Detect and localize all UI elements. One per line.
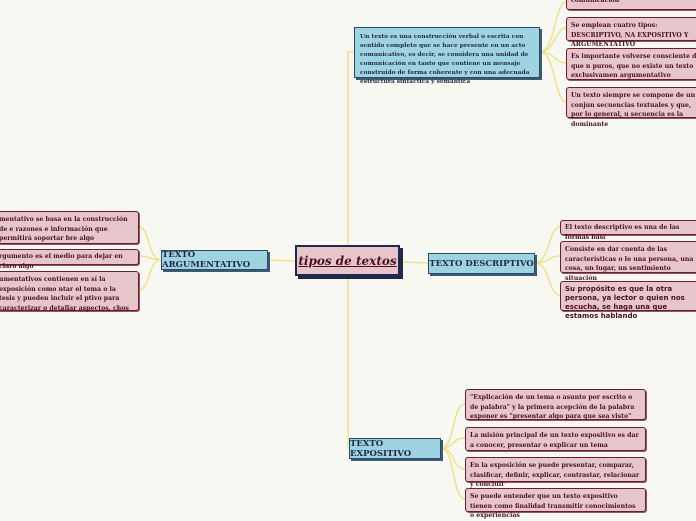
definition-child[interactable]: Un texto siempre se compone de un conjun… xyxy=(566,87,696,128)
argumentativo-child[interactable]: umentativos contienen en sí la exposició… xyxy=(0,271,139,312)
argumentativo-child[interactable]: mentativo se basa en la construcción de … xyxy=(0,211,139,244)
expositivo-child[interactable]: La misión principal de un texto expositi… xyxy=(465,427,646,451)
expositivo-child[interactable]: Se puede entender que un texto expositiv… xyxy=(465,488,646,519)
descriptivo-child[interactable]: Su propósito es que la otra persona, ya … xyxy=(560,281,696,320)
central-topic[interactable]: tipos de textos xyxy=(295,245,400,276)
definition-node[interactable]: Un texto es una construcción verbal o es… xyxy=(354,27,540,85)
topic-descriptivo[interactable]: TEXTO DESCRIPTIVO xyxy=(428,253,535,274)
central-topic-label: tipos de textos xyxy=(298,253,397,268)
expositivo-child[interactable]: "Explicación de un tema o asunto por esc… xyxy=(465,389,646,420)
expositivo-child[interactable]: En la exposición se puede presentar, com… xyxy=(465,457,646,488)
argumentativo-child[interactable]: rgumento es el medio para dejar en claro… xyxy=(0,249,139,270)
definition-child[interactable]: comunicación xyxy=(566,0,696,10)
descriptivo-child[interactable]: El texto descriptivo es una de las forma… xyxy=(560,220,696,241)
topic-expositivo[interactable]: TEXTO EXPOSITIVO xyxy=(349,438,441,459)
definition-child[interactable]: Es importante volverse consciente de que… xyxy=(566,48,696,80)
definition-child[interactable]: Se emplean cuatro tipos: DESCRIPTIVO, NA… xyxy=(566,17,696,48)
descriptivo-child[interactable]: Consiste en dar cuenta de las caracterís… xyxy=(560,241,696,282)
topic-argumentativo[interactable]: TEXTO ARGUMENTATIVO xyxy=(161,250,268,270)
